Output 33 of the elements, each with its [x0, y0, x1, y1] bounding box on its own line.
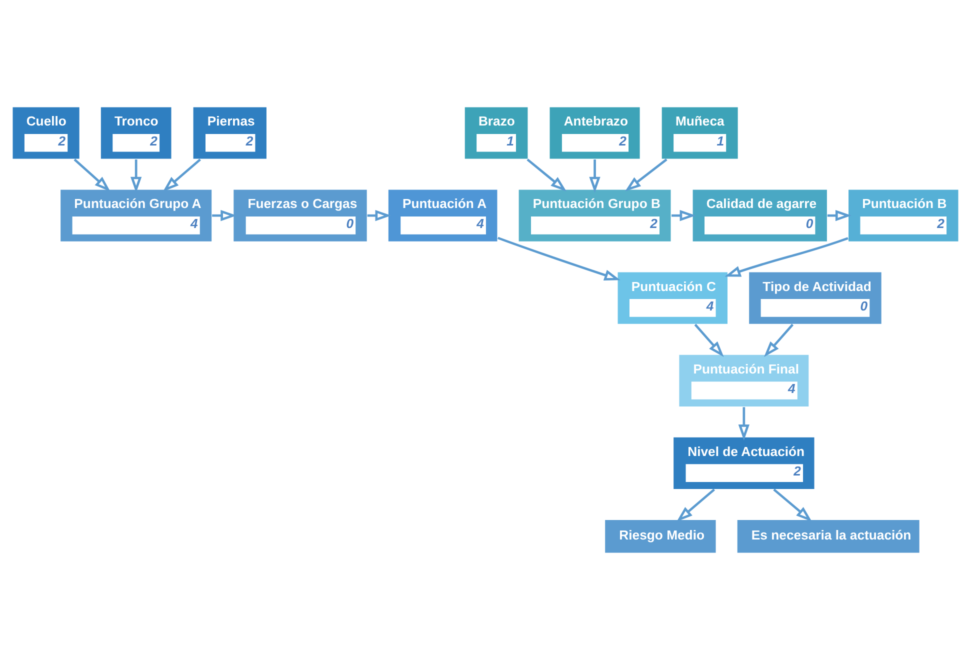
arrow: [526, 158, 567, 192]
node-box: Muñeca 1: [660, 106, 739, 160]
arrow: [764, 323, 794, 357]
arrow: [738, 406, 750, 440]
arrow: [694, 323, 724, 357]
node-box: Puntuación Grupo A 4: [60, 188, 213, 242]
node-box: Es necesaria la actuación: [736, 518, 920, 554]
arrow: [212, 209, 237, 221]
arrow: [74, 158, 110, 192]
node-box: Tipo de Actividad 0: [748, 270, 882, 324]
node-box: Fuerzas o Cargas 0: [232, 188, 368, 242]
arrow: [773, 488, 812, 522]
node-box: Nivel de Actuación 2: [672, 436, 816, 490]
node-box: Puntuación Final 4: [678, 353, 810, 407]
node-box: Brazo 1: [464, 106, 529, 160]
arrow: [498, 236, 620, 280]
node-box: Tronco 2: [100, 106, 172, 160]
arrow: [724, 236, 848, 276]
arrow: [672, 209, 696, 221]
node-box: Cuello 2: [12, 106, 80, 160]
node-box: Piernas 2: [192, 106, 268, 160]
node-box: Calidad de agarre 0: [692, 188, 828, 242]
node-box: Puntuación A 4: [387, 188, 498, 242]
arrow: [676, 488, 716, 522]
arrow: [589, 158, 600, 192]
node-box: Puntuación Grupo B 2: [518, 188, 672, 242]
node-box: Antebrazo 2: [548, 106, 641, 160]
arrow: [130, 158, 142, 192]
arrow: [624, 158, 668, 191]
node-box: Puntuación B 2: [848, 188, 960, 242]
node-box: Riesgo Medio: [604, 518, 717, 554]
arrow: [162, 158, 201, 192]
node-box: Puntuación C 4: [616, 270, 728, 324]
